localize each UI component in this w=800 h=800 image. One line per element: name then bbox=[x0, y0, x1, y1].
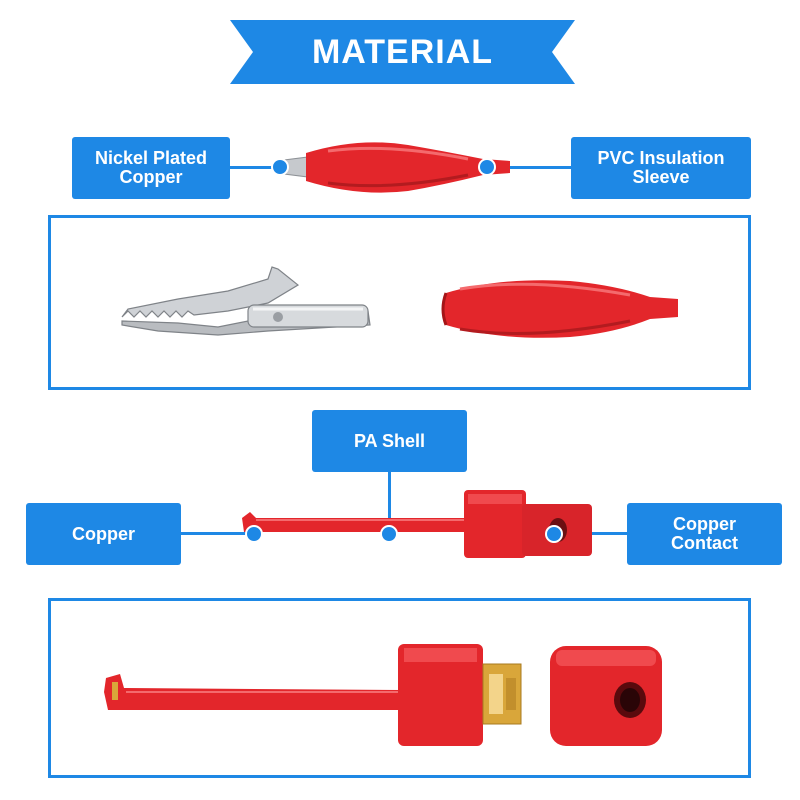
page-title: MATERIAL bbox=[311, 32, 494, 71]
nickel-plated-copper-label: Nickel Plated Copper bbox=[72, 137, 230, 199]
copper-pointer bbox=[245, 525, 263, 543]
probe-cap-icon bbox=[550, 646, 662, 746]
alligator-clip-icon bbox=[121, 266, 371, 336]
copper-label: Copper bbox=[26, 503, 181, 565]
pvc-sleeve-pointer bbox=[478, 158, 496, 176]
pa-shell-connector bbox=[388, 472, 391, 530]
copper-contact-pointer bbox=[545, 525, 563, 543]
pa-shell-label: PA Shell bbox=[312, 410, 467, 472]
title-ribbon: MATERIAL bbox=[230, 20, 575, 84]
pa-shell-pointer bbox=[380, 525, 398, 543]
connector-line-right bbox=[495, 166, 571, 169]
copper-contact-connector bbox=[560, 532, 627, 535]
copper-contact-label: Copper Contact bbox=[627, 503, 782, 565]
copper-connector bbox=[181, 532, 253, 535]
assembled-clip-icon bbox=[271, 142, 510, 193]
ribbon-shape bbox=[230, 20, 575, 84]
nickel-plated-copper-pointer bbox=[271, 158, 289, 176]
insulation-sleeve-icon bbox=[441, 280, 678, 338]
hook-probe-icon bbox=[104, 644, 522, 746]
connector-line-left bbox=[230, 166, 280, 169]
pvc-insulation-sleeve-label: PVC Insulation Sleeve bbox=[571, 137, 751, 199]
